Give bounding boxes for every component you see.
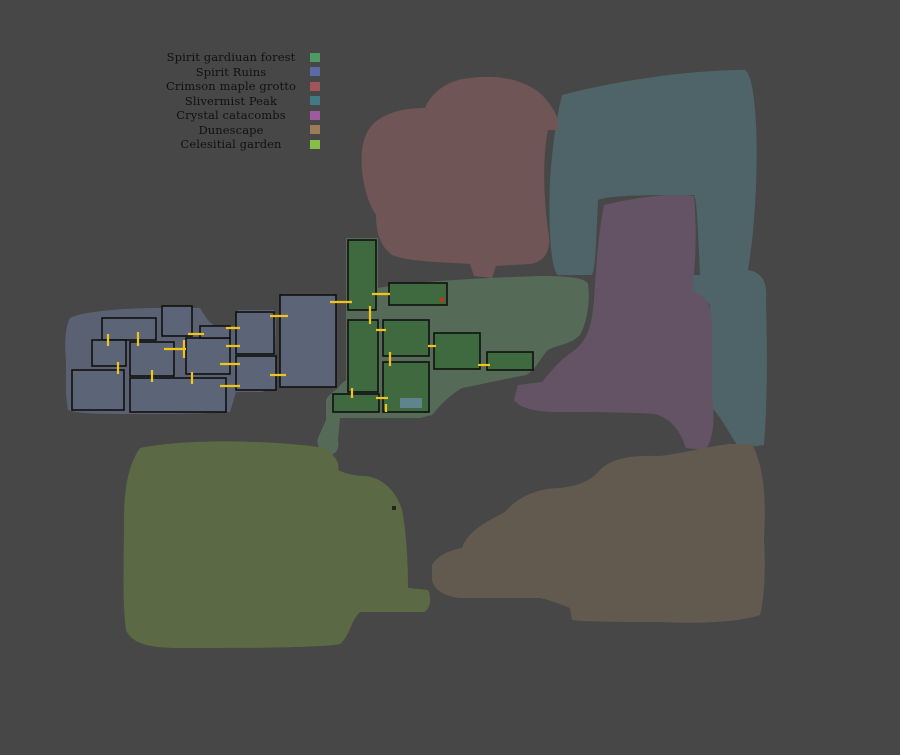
doors (106, 292, 490, 412)
room[interactable] (235, 355, 277, 391)
legend-label: Celesitial garden (180, 137, 282, 152)
legend-item-spirit-gardiuan-forest[interactable]: Spirit gardiuan forest (160, 50, 320, 65)
room[interactable] (71, 369, 125, 411)
room[interactable] (486, 351, 534, 371)
room[interactable] (185, 337, 231, 375)
legend-label: Spirit Ruins (195, 64, 267, 79)
legend-label: Crystal catacombs (176, 108, 286, 123)
room[interactable] (161, 305, 193, 337)
legend-swatch (310, 125, 320, 135)
room[interactable] (279, 294, 337, 388)
legend-item-dunescape[interactable]: Dunescape (160, 123, 320, 138)
map-marker-icon[interactable] (439, 297, 445, 303)
legend-swatch (310, 81, 320, 91)
legend-item-celesitial-garden[interactable]: Celesitial garden (160, 137, 320, 152)
legend-label: Slivermist Peak (184, 93, 278, 108)
room[interactable] (332, 393, 380, 413)
region-crystal-catacombs[interactable] (514, 194, 714, 450)
legend-swatch (310, 96, 320, 106)
room[interactable] (347, 319, 379, 393)
room[interactable] (433, 332, 481, 370)
waterfall-icon (400, 398, 422, 408)
map-marker-icon[interactable] (392, 506, 396, 510)
legend-item-slivermist-peak[interactable]: Slivermist Peak (160, 94, 320, 109)
legend-item-crystal-catacombs[interactable]: Crystal catacombs (160, 108, 320, 123)
legend-swatch (310, 110, 320, 120)
room[interactable] (129, 377, 227, 413)
room[interactable] (199, 325, 231, 339)
legend-label: Spirit gardiuan forest (166, 50, 296, 65)
region-dunescape[interactable] (432, 444, 765, 623)
legend-label: Dunescape (198, 122, 264, 137)
room[interactable] (388, 282, 448, 306)
map-legend: Spirit gardiuan forest Spirit Ruins Crim… (160, 50, 320, 152)
region-crimson-maple-grotto[interactable] (361, 76, 559, 278)
legend-swatch (310, 52, 320, 62)
legend-swatch (310, 67, 320, 77)
region-celesitial-garden[interactable] (123, 441, 431, 648)
room[interactable] (382, 319, 430, 357)
legend-label: Crimson maple grotto (166, 79, 296, 94)
room[interactable] (101, 317, 157, 341)
legend-item-spirit-ruins[interactable]: Spirit Ruins (160, 65, 320, 80)
region-slivermist-peak[interactable] (549, 70, 767, 448)
legend-item-crimson-maple-grotto[interactable]: Crimson maple grotto (160, 79, 320, 94)
room[interactable] (347, 239, 377, 311)
room[interactable] (235, 311, 275, 355)
legend-swatch (310, 139, 320, 149)
